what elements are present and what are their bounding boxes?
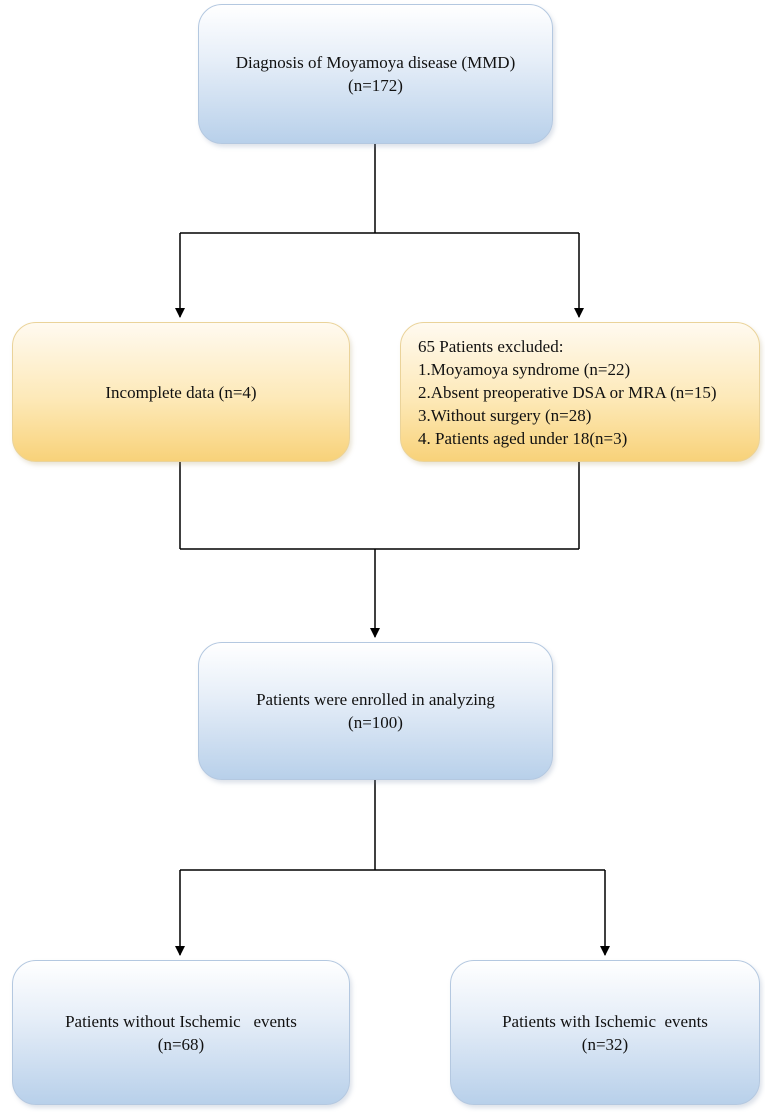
excluded-title: 65 Patients excluded: <box>418 336 564 356</box>
incomplete-data-label: Incomplete data (n=4) <box>105 382 257 402</box>
enrolled-box: Patients were enrolled in analyzing (n=1… <box>198 642 553 780</box>
excluded-item: 2.Absent preoperative DSA or MRA (n=15) <box>418 382 717 402</box>
without-events-label: Patients without Ischemic events <box>65 1011 297 1031</box>
with-events-count: (n=32) <box>581 1034 629 1054</box>
incomplete-data-box: Incomplete data (n=4) <box>12 322 350 462</box>
with-events-label: Patients with Ischemic events <box>502 1011 708 1031</box>
excluded-item: 4. Patients aged under 18(n=3) <box>418 428 628 448</box>
excluded-box: 65 Patients excluded: 1.Moyamoya syndrom… <box>400 322 760 462</box>
excluded-item: 3.Without surgery (n=28) <box>418 405 592 425</box>
diagnosis-count: (n=172) <box>348 76 403 95</box>
enrolled-count: (n=100) <box>348 713 403 732</box>
without-ischemic-events-box: Patients without Ischemic events (n=68) <box>12 960 350 1105</box>
without-events-count: (n=68) <box>157 1034 205 1054</box>
diagnosis-box: Diagnosis of Moyamoya disease (MMD) (n=1… <box>198 4 553 144</box>
diagnosis-label: Diagnosis of Moyamoya disease (MMD) <box>235 53 516 72</box>
enrolled-label: Patients were enrolled in analyzing <box>256 690 495 709</box>
with-ischemic-events-box: Patients with Ischemic events (n=32) <box>450 960 760 1105</box>
excluded-item: 1.Moyamoya syndrome (n=22) <box>418 359 631 379</box>
